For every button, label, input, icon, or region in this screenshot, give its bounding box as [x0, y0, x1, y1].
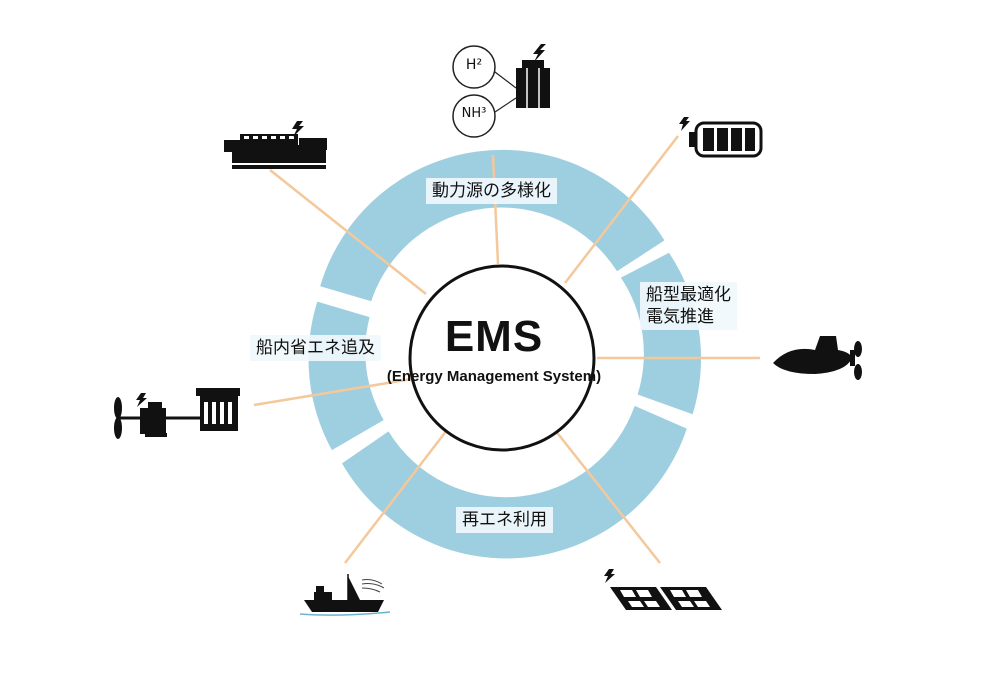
lightning-icon — [604, 569, 615, 583]
solar-panel-icon — [604, 569, 722, 610]
lightning-icon — [679, 117, 690, 131]
ring-segment-top — [320, 149, 665, 302]
hull-icon — [773, 336, 862, 380]
engine-icon — [224, 121, 327, 169]
segment-label-right-line2: 電気推進 — [646, 307, 714, 328]
connector-lines — [253, 135, 760, 564]
connector-bottom-left — [344, 429, 448, 564]
segment-label-bottom: 再エネ利用 — [456, 507, 553, 534]
lightning-icon — [533, 44, 546, 62]
electric-propulsion-icon — [114, 388, 240, 439]
nh3-bubble — [452, 94, 496, 138]
center-circle — [408, 264, 596, 452]
lightning-icon — [292, 121, 304, 137]
battery-icon — [679, 117, 763, 158]
segment-label-top: 動力源の多様化 — [426, 178, 557, 205]
segment-label-right: 船型最適化 電気推進 — [640, 282, 737, 331]
segment-label-right-line1: 船型最適化 — [646, 285, 731, 305]
h2-bubble — [452, 45, 496, 89]
ems-subtitle: (Energy Management System) — [386, 368, 602, 385]
h2-label: H² — [465, 57, 483, 73]
connector-top-left — [269, 169, 427, 295]
connector-left — [253, 376, 419, 407]
ring-segment-bottom — [342, 405, 687, 559]
connector-top — [491, 154, 500, 265]
connector-bottom-right — [554, 429, 661, 564]
segment-label-left: 船内省エネ追及 — [250, 335, 381, 362]
lightning-icon — [136, 393, 147, 407]
nh3-label: NH³ — [461, 106, 487, 121]
connector-top-right — [564, 135, 679, 284]
fuel-cell-icon — [452, 44, 550, 138]
ems-title: EMS — [444, 312, 544, 361]
wind-assisted-ship-icon — [299, 574, 391, 616]
